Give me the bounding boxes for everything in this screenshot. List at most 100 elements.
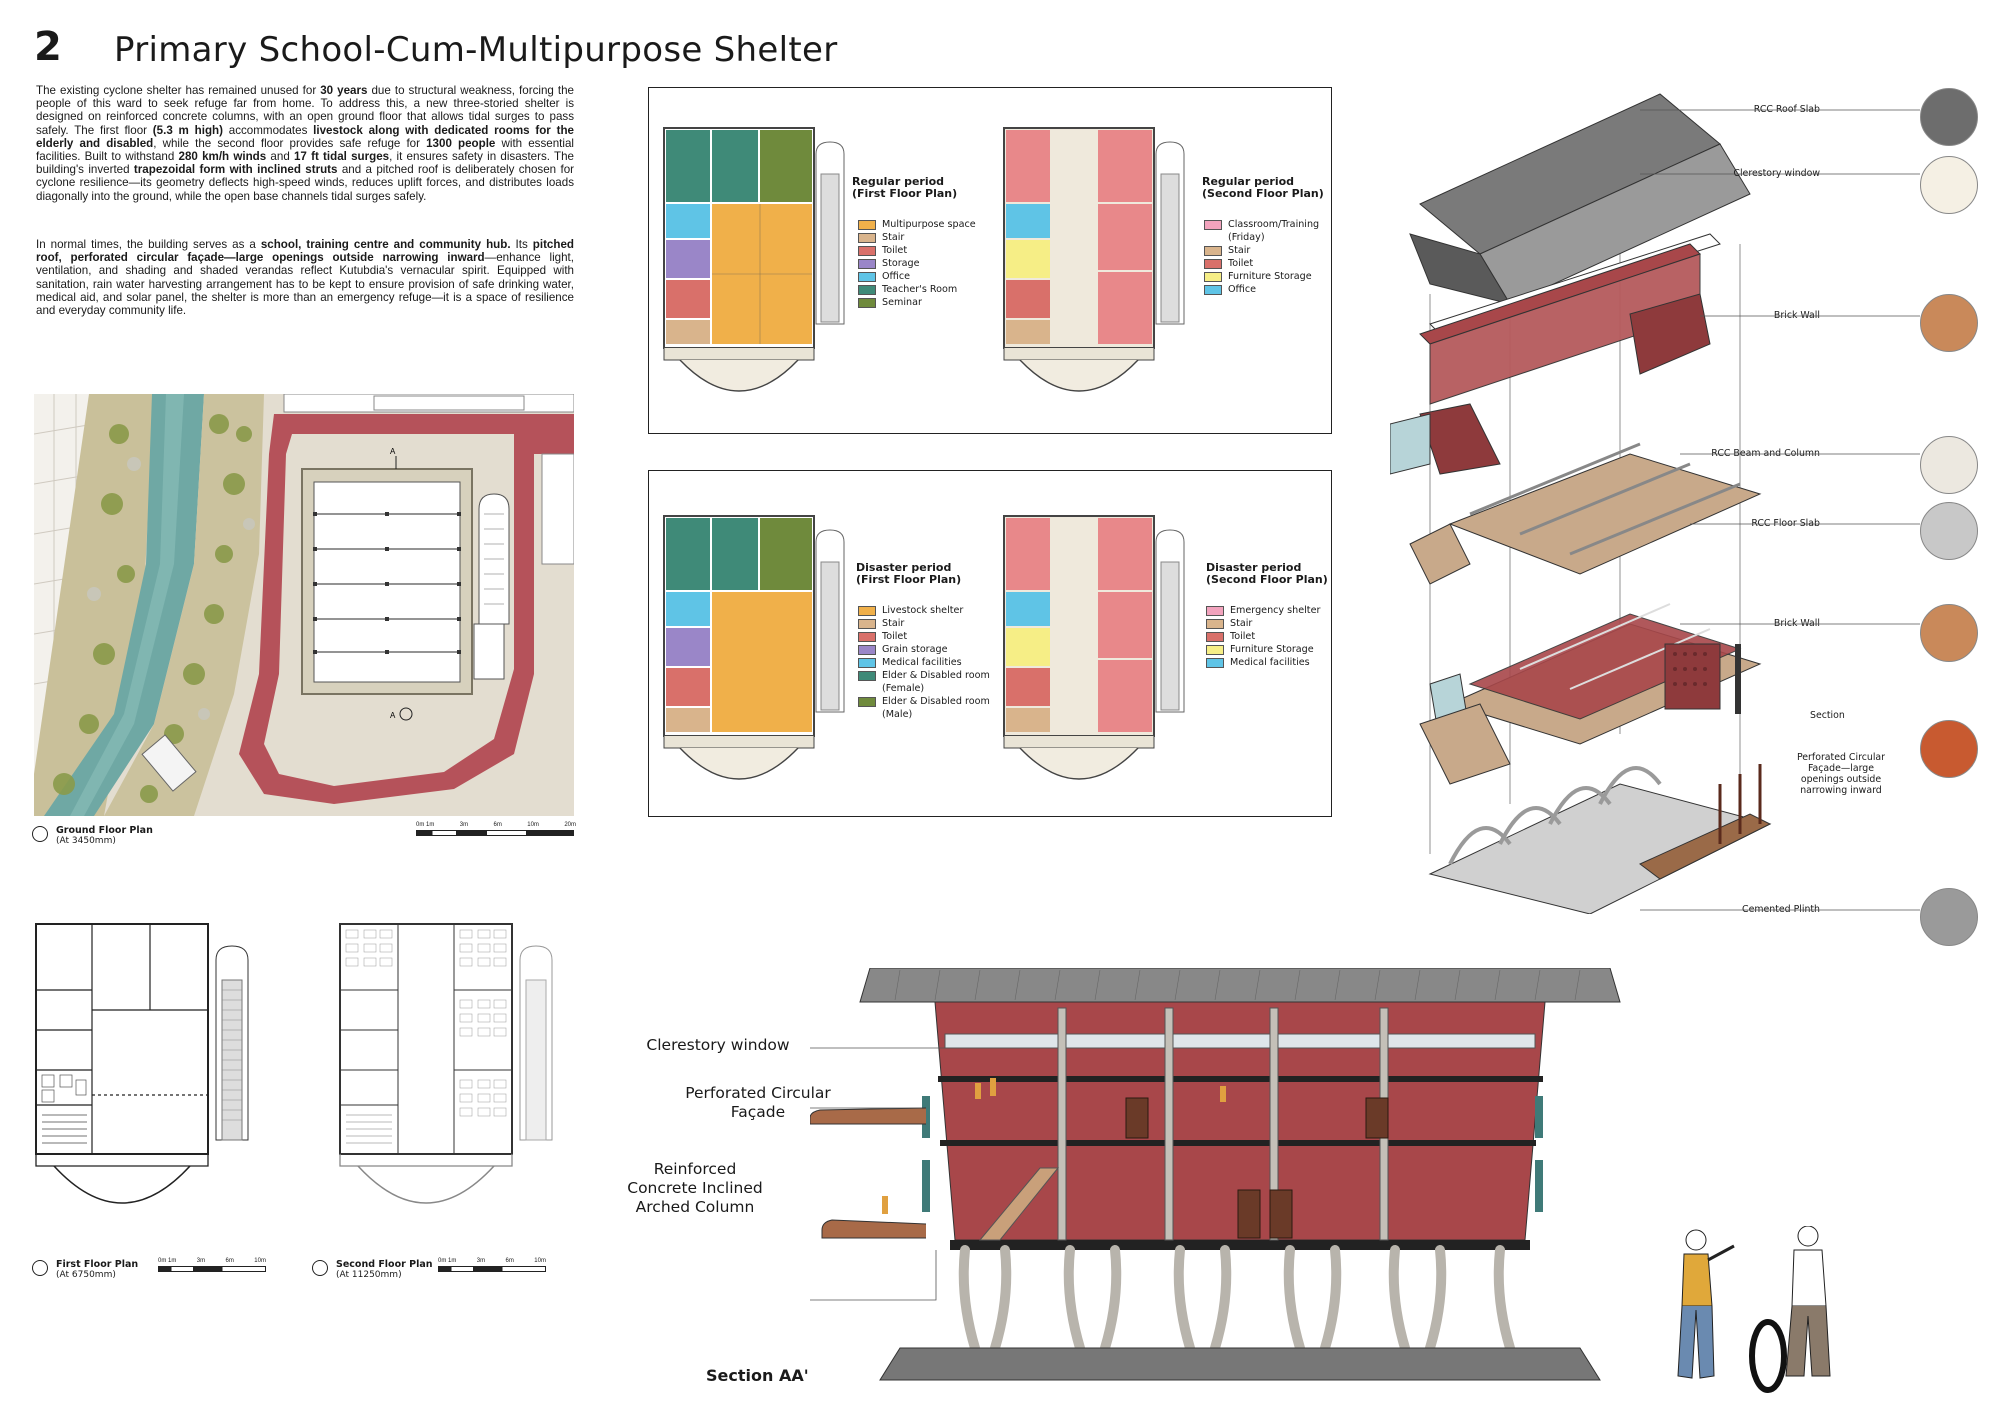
regular-first-title: Regular period(First Floor Plan) (852, 175, 958, 200)
legend-item: Seminar (858, 296, 998, 309)
perforated-facade-thumb (1920, 720, 1978, 778)
legend-item: Elder & Disabled room (Male) (858, 695, 990, 721)
callout-rcc-roof-slab: RCC Roof Slab (1753, 104, 1820, 115)
legend-label: Furniture Storage (1230, 644, 1314, 655)
legend-item: Stair (1204, 244, 1326, 257)
intro-paragraph-1: The existing cyclone shelter has remaine… (36, 84, 574, 203)
legend-label: Medical facilities (1230, 657, 1310, 668)
rcc-floor-slab-thumb (1920, 502, 1978, 560)
legend-item: Storage (858, 257, 998, 270)
figure-woman (1677, 1229, 1735, 1379)
legend-item: Furniture Storage (1204, 270, 1326, 283)
axo-floor-slab (1409, 442, 1762, 585)
body-text: , while the second floor provides safe r… (153, 136, 427, 150)
legend-label: Grain storage (882, 644, 948, 655)
callout-brick-wall: Brick Wall (1773, 310, 1820, 321)
legend-label: Teacher's Room (882, 284, 958, 295)
footbridge (141, 734, 197, 792)
clerestory-window-thumb (1920, 156, 1978, 214)
second-scale-bar (438, 1266, 546, 1272)
legend-swatch (1206, 632, 1224, 642)
legend-label: Office (1228, 284, 1257, 295)
legend-swatch (1206, 619, 1224, 629)
callout-perforated-facade: Perforated Circular Façade—large opening… (1796, 752, 1886, 796)
second-plan-title: Second Floor Plan (336, 1259, 433, 1270)
legend-item: Stair (1206, 617, 1326, 630)
ground-plan-level: (At 3450mm) (56, 836, 116, 846)
north-arrow-icon (32, 826, 48, 842)
body-text: , it ensures safety in disasters. The bu… (36, 150, 574, 177)
legend-swatch (1206, 606, 1224, 616)
first-plan-ramp (215, 945, 249, 1141)
cemented-plinth-thumb (1920, 888, 1978, 946)
legend-swatch (858, 671, 876, 681)
legend-label: Stair (1230, 618, 1253, 629)
ground-plan-caption: Ground Floor Plan (At 3450mm) (56, 826, 153, 847)
legend-item: Classroom/Training (Friday) (1204, 218, 1326, 244)
disaster-second-plan-colored (1003, 515, 1185, 780)
section-label-arched-column: Reinforced Concrete Inclined Arched Colu… (627, 1160, 763, 1216)
legend-swatch (858, 697, 876, 707)
emphasis-text: livestock along with dedicated rooms for… (36, 123, 574, 150)
callout-brick-wall-2: Brick Wall (1773, 618, 1820, 629)
legend-label: Office (882, 271, 911, 282)
legend-label: Toilet (882, 245, 908, 256)
body-text: The existing cyclone shelter has remaine… (36, 84, 321, 97)
body-text: —enhance light, ventilation, and shading… (36, 251, 574, 318)
legend-label: Multipurpose space (882, 219, 976, 230)
legend-item: Office (858, 270, 998, 283)
legend-item: Livestock shelter (858, 604, 990, 617)
body-text: with essential facilities. Built to with… (36, 136, 574, 164)
axo-roof (1409, 93, 1751, 305)
legend-label: Stair (882, 232, 905, 243)
legend-swatch (858, 619, 876, 629)
legend-label: Stair (882, 618, 905, 629)
legend-swatch (858, 233, 876, 243)
emphasis-text: (5.3 m high) (152, 123, 223, 137)
first-plan-caption: First Floor Plan (At 6750mm) (56, 1260, 138, 1281)
legend-swatch (1206, 658, 1224, 668)
regular-first-plan-colored (663, 127, 845, 392)
second-floor-plan-drawing (339, 923, 553, 1204)
axo-brick-walls (1390, 243, 1711, 475)
axo-plinth (1428, 764, 1772, 914)
section-marker-bottom: A (390, 707, 413, 721)
legend-label: Elder & Disabled room (Female) (882, 670, 990, 694)
north-arrow-icon (32, 1260, 48, 1276)
legend-item: Medical facilities (1206, 656, 1326, 669)
svg-text:A: A (390, 711, 396, 720)
legend-swatch (858, 658, 876, 668)
legend-item: Elder & Disabled room (Female) (858, 669, 990, 695)
legend-swatch (858, 259, 876, 269)
brick-wall-thumb-2 (1920, 604, 1978, 662)
emphasis-text: trapezoidal form with inclined struts (133, 163, 338, 177)
second-plan-level: (At 11250mm) (336, 1270, 402, 1280)
legend-label: Furniture Storage (1228, 271, 1312, 282)
legend-label: Classroom/Training (Friday) (1228, 219, 1320, 243)
exploded-axonometric (1390, 93, 1772, 914)
legend-swatch (858, 220, 876, 230)
legend-item: Office (1204, 283, 1326, 296)
legend-swatch (1204, 272, 1222, 282)
legend-label: Livestock shelter (882, 605, 964, 616)
legend-label: Emergency shelter (1230, 605, 1321, 616)
legend-label: Stair (1228, 245, 1251, 256)
ground-scale-bar (416, 830, 574, 836)
legend-item: Teacher's Room (858, 283, 998, 296)
legend-swatch (1204, 220, 1222, 230)
section-label-clerestory: Clerestory window (646, 1036, 790, 1054)
legend-label: Toilet (882, 631, 908, 642)
ground-floor-site-plan: A A (34, 394, 574, 816)
legend-swatch (858, 246, 876, 256)
disaster-first-title: Disaster period(First Floor Plan) (856, 561, 962, 586)
section-people (882, 1078, 1226, 1214)
legend-swatch (1204, 285, 1222, 295)
human-figures-illustration (1677, 1226, 1831, 1393)
emphasis-text: 280 km/h winds (178, 150, 267, 164)
legend-swatch (858, 272, 876, 282)
legend-swatch (858, 632, 876, 642)
